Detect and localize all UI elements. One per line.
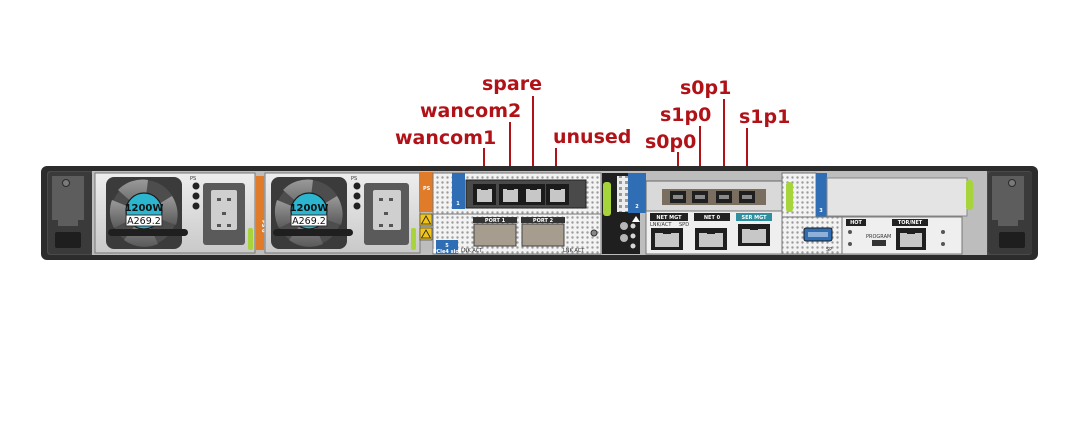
hot-label: HOT (850, 220, 862, 226)
psu0-label: PS 0 (260, 220, 266, 233)
sfp-port-s0p1[interactable] (716, 191, 732, 203)
slot5-lnk-act-2: LNK ACT (563, 248, 585, 254)
usb-port[interactable] (803, 227, 833, 242)
callout-s1p1: s1p1 (739, 106, 791, 128)
psu0-ps-label: PS (190, 176, 196, 182)
net-mgt-label: NET MGT (656, 215, 682, 221)
sfp-port-s1p0[interactable] (692, 191, 708, 203)
callout-s0p1: s0p1 (680, 77, 732, 99)
callout-spare: spare (482, 73, 542, 95)
rj45-port-tor-net[interactable] (896, 228, 926, 250)
sfp-port-1[interactable] (473, 223, 517, 247)
slot3-badge: 3 (819, 208, 823, 214)
slot3-filler: 3 (781, 172, 973, 218)
ser-mgt-label: SER MGT (741, 215, 767, 221)
net-mgt-lnk-act: LNK/ACT (650, 222, 672, 228)
program-button[interactable] (872, 240, 886, 246)
psu1-ps-label: PS (351, 176, 357, 182)
psu0-wattage: 1200W (125, 203, 164, 214)
warning-icon (419, 213, 433, 241)
psu1-wattage: 1200W (290, 203, 329, 214)
callout-s1p0: s1p0 (660, 104, 712, 126)
right-rack-ear (988, 172, 1032, 254)
sfp-port-s1p1[interactable] (739, 191, 755, 203)
rj45-port-wancom1[interactable] (473, 184, 496, 205)
usb-sp-area: SP (781, 216, 843, 255)
psu1-label: PS 1 (423, 186, 436, 192)
slot5-badge: 5 (445, 243, 449, 249)
rj45-port-unused[interactable] (546, 184, 569, 205)
rj45-port-spare[interactable] (522, 184, 545, 205)
slot1-network-card: 1 (432, 172, 602, 215)
warning-icon (632, 216, 640, 222)
net0-label: NET 0 (704, 215, 721, 221)
sfp-port-2[interactable] (521, 223, 565, 247)
callout-wancom1: wancom1 (395, 127, 497, 149)
power-supply-0: 1200W A269.2 PS (94, 172, 256, 254)
slot5-card: 5 PCIe4 slot PORT 1 PORT 2 LNK ACT LNK A… (432, 213, 602, 255)
callout-unused: unused (553, 126, 632, 148)
sfp-port-s0p0[interactable] (670, 191, 686, 203)
program-label: PROGRAM (866, 234, 891, 240)
port1-label: PORT 1 (485, 218, 506, 224)
rj45-port-wancom2[interactable] (499, 184, 522, 205)
psu0-orange-label (256, 176, 264, 250)
slot5-subtitle: PCIe4 slot (433, 249, 462, 255)
onboard-io-panel: NET MGT NET 0 SER MGT LNK/ACT SPD (645, 210, 783, 255)
callout-s0p0: s0p0 (645, 131, 697, 153)
tor-net-panel: HOT TOR/NET PROGRAM (841, 216, 963, 255)
callout-wancom2: wancom2 (420, 100, 522, 122)
psu1-model: A269.2 (292, 216, 326, 227)
port2-label: PORT 2 (533, 218, 554, 224)
power-connector-icon (379, 198, 393, 227)
rj45-port-net0[interactable] (695, 228, 727, 250)
power-supply-1: 1200W A269.2 PS (264, 172, 421, 254)
rj45-port-ser-mgt[interactable] (738, 224, 770, 246)
left-rack-ear (48, 172, 92, 254)
rj45-port-net-mgt[interactable] (651, 228, 683, 250)
tor-net-label: TOR/NET (898, 220, 923, 226)
slot1-badge: 1 (456, 201, 460, 207)
sp-label: SP (826, 247, 832, 253)
slot2-sfp-card: 2 (628, 173, 783, 213)
power-connector-icon (217, 198, 231, 227)
slot2-badge: 2 (635, 204, 639, 210)
psu1-orange-label (419, 172, 433, 212)
psu0-model: A269.2 (127, 216, 161, 227)
slot5-lnk-act-1: LNK ACT (461, 248, 483, 254)
net-mgt-spd: SPD (679, 222, 689, 228)
